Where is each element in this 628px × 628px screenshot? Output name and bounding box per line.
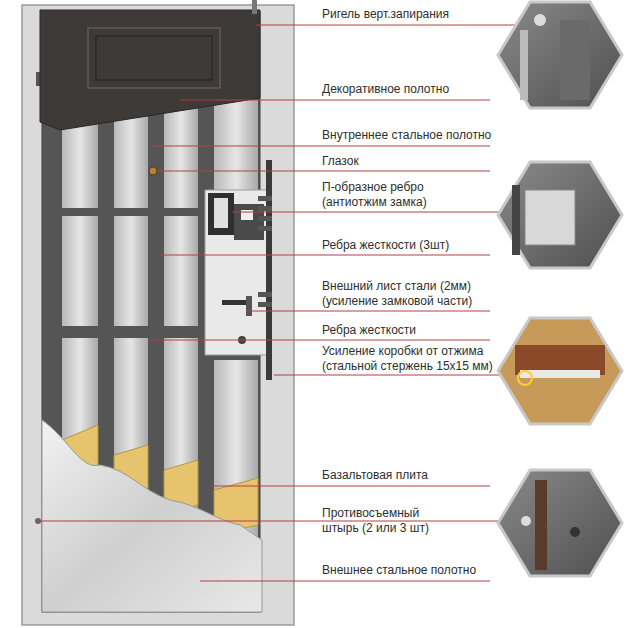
part-label: Внешний лист стали (2мм) (усиление замко… xyxy=(322,279,494,309)
part-label: П-образное ребро (антиотжим замка) xyxy=(322,180,452,210)
part-label: Ребра жесткости (3шт) xyxy=(322,238,492,253)
part-label: Внутреннее стальное полотно xyxy=(322,128,492,143)
part-label: Декоративное полотно xyxy=(322,82,492,97)
part-label: Глазок xyxy=(322,154,492,169)
part-label: Базальтовая плита xyxy=(322,468,492,483)
part-label: Противосъемный штырь (2 или 3 шт) xyxy=(322,506,454,536)
part-label: Ребра жесткости xyxy=(322,323,492,338)
part-label: Внешнее стальное полотно xyxy=(322,563,492,578)
part-label: Усиление коробки от отжима (стальной сте… xyxy=(322,344,494,374)
part-label: Ригель верт.запирания xyxy=(322,7,492,22)
